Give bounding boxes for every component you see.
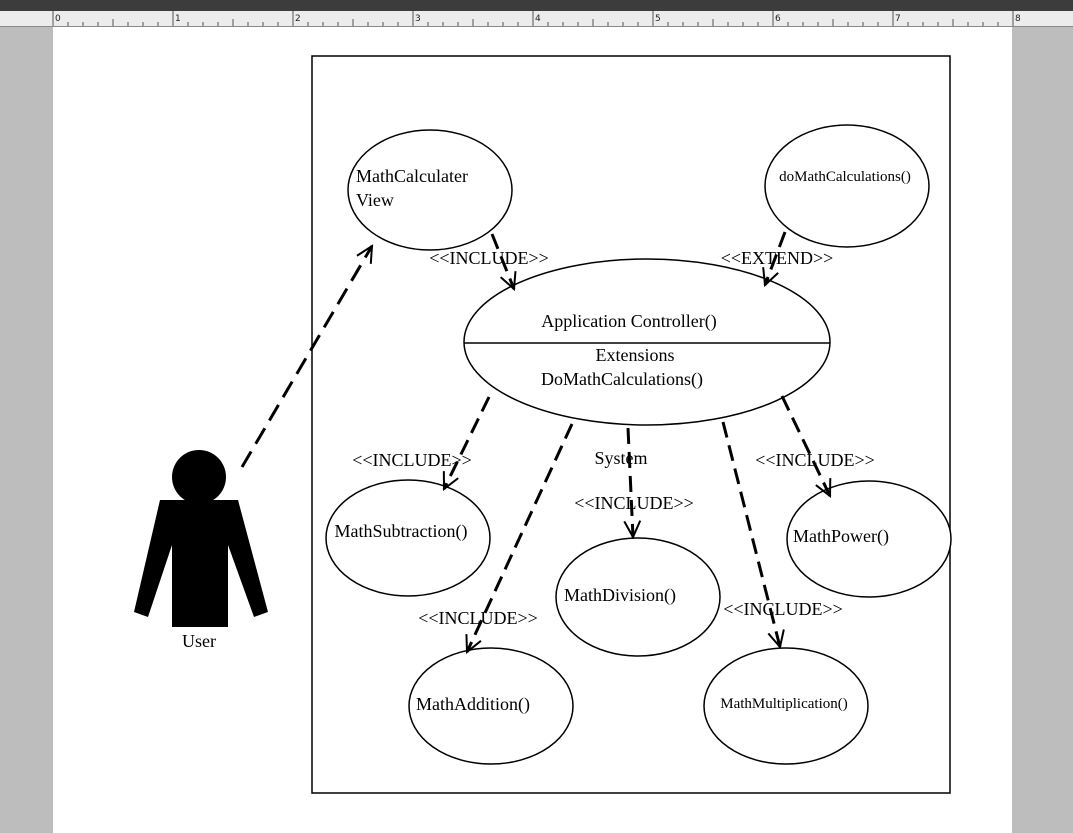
include-arrow-division[interactable] bbox=[628, 427, 633, 537]
usecase-math-division[interactable]: MathDivision() bbox=[555, 537, 721, 657]
stereotype-include-addition: <<INCLUDE>> bbox=[418, 608, 538, 628]
system-boundary[interactable] bbox=[311, 55, 951, 794]
usecase-math-multiplication[interactable]: MathMultiplication() bbox=[703, 647, 869, 765]
usecase-ellipse bbox=[325, 479, 491, 597]
ruler-number-5: 5 bbox=[655, 14, 661, 24]
use-case-diagram: User MathCalculater View doMathCalculati… bbox=[134, 55, 952, 794]
ruler-number-0: 0 bbox=[55, 14, 61, 24]
extension-point: DoMathCalculations() bbox=[541, 369, 703, 390]
usecase-multiplication-label: MathMultiplication() bbox=[720, 696, 847, 712]
usecase-math-subtraction[interactable]: MathSubtraction() bbox=[325, 479, 491, 597]
include-arrow-power[interactable] bbox=[780, 395, 832, 496]
include-arrow-view[interactable] bbox=[490, 233, 514, 289]
usecase-view-line2: View bbox=[356, 190, 394, 210]
include-arrow-addition[interactable] bbox=[467, 423, 574, 652]
actor-label: User bbox=[182, 631, 216, 651]
extend-arrow[interactable] bbox=[765, 231, 787, 285]
stereotype-include-power: <<INCLUDE>> bbox=[755, 450, 875, 470]
horizontal-ruler[interactable]: 0 1 2 3 4 5 6 7 8 bbox=[0, 11, 1073, 27]
actor-user[interactable]: User bbox=[134, 450, 268, 651]
usecase-ellipse bbox=[703, 647, 869, 765]
ruler-number-4: 4 bbox=[535, 14, 541, 24]
usecase-math-addition[interactable]: MathAddition() bbox=[408, 647, 574, 765]
usecase-addition-label: MathAddition() bbox=[416, 694, 530, 715]
ruler-number-1: 1 bbox=[175, 14, 181, 24]
system-label: System bbox=[594, 448, 647, 468]
usecase-ellipse bbox=[786, 480, 952, 598]
ruler-number-3: 3 bbox=[415, 14, 421, 24]
usecase-ellipse bbox=[764, 124, 930, 248]
usecase-power-label: MathPower() bbox=[793, 526, 889, 547]
usecase-subtraction-label: MathSubtraction() bbox=[335, 521, 468, 542]
stereotype-include-view: <<INCLUDE>> bbox=[429, 248, 549, 268]
usecase-math-calculater-view[interactable]: MathCalculater View bbox=[347, 129, 513, 251]
actor-association-line[interactable] bbox=[240, 246, 374, 468]
usecase-view-line1: MathCalculater bbox=[356, 166, 468, 186]
ruler-top-bar bbox=[0, 0, 1073, 11]
controller-title: Application Controller() bbox=[541, 311, 716, 332]
ruler-number-2: 2 bbox=[295, 14, 301, 24]
document-page: User MathCalculater View doMathCalculati… bbox=[53, 27, 1012, 833]
usecase-ellipse bbox=[408, 647, 574, 765]
usecase-division-label: MathDivision() bbox=[564, 585, 676, 606]
stereotype-include-multiplication: <<INCLUDE>> bbox=[723, 599, 843, 619]
ruler-scale: 0 1 2 3 4 5 6 7 8 bbox=[52, 11, 1021, 26]
usecase-do-math-label: doMathCalculations() bbox=[779, 169, 911, 185]
ruler-number-6: 6 bbox=[775, 14, 781, 24]
usecase-do-math-calculations[interactable]: doMathCalculations() bbox=[764, 124, 930, 248]
usecase-ellipse bbox=[347, 129, 513, 251]
actor-head bbox=[172, 450, 226, 504]
usecase-ellipse bbox=[463, 258, 831, 426]
usecase-math-power[interactable]: MathPower() bbox=[786, 480, 952, 598]
include-arrow-subtraction[interactable] bbox=[442, 396, 491, 489]
actor-body bbox=[134, 500, 268, 627]
ruler-number-8: 8 bbox=[1015, 14, 1021, 24]
usecase-application-controller[interactable]: Application Controller() Extensions DoMa… bbox=[463, 258, 831, 426]
stereotype-include-division: <<INCLUDE>> bbox=[574, 493, 694, 513]
stereotype-include-subtraction: <<INCLUDE>> bbox=[352, 450, 472, 470]
stereotype-extend: <<EXTEND>> bbox=[721, 248, 834, 268]
ruler-number-7: 7 bbox=[895, 14, 901, 24]
include-arrow-multiplication[interactable] bbox=[721, 421, 780, 647]
extensions-heading: Extensions bbox=[596, 345, 675, 365]
